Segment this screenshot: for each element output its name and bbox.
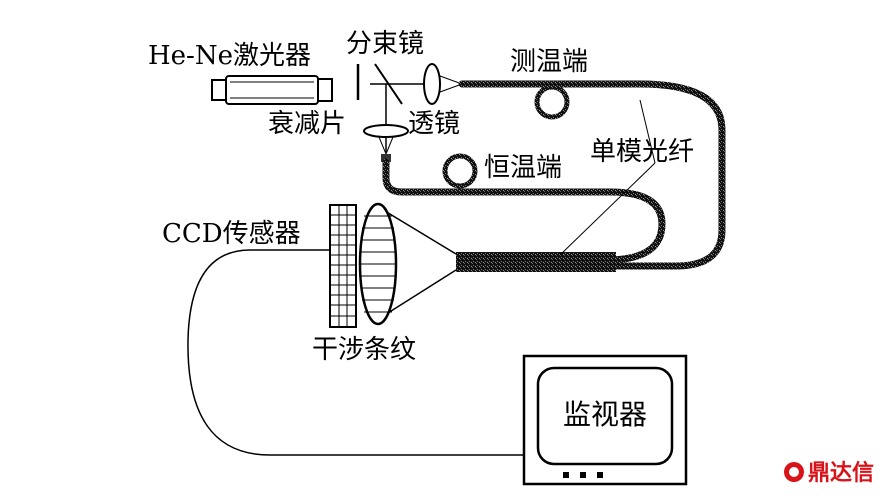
attenuator-lens xyxy=(363,124,409,138)
fiber-bundle xyxy=(456,252,616,272)
focusing-lens-upper xyxy=(423,63,441,105)
monitor-indicator-1 xyxy=(563,472,569,478)
measure-end-label: 测温端 xyxy=(510,47,588,77)
lens-label: 透镜 xyxy=(408,109,460,139)
ccd-sensor xyxy=(329,204,357,328)
fringes-label: 干涉条纹 xyxy=(312,335,416,365)
fiber-label-leader-2 xyxy=(559,162,656,256)
monitor-label: 监视器 xyxy=(563,398,647,431)
attenuator-label: 衰减片 xyxy=(268,109,346,139)
reference-fiber xyxy=(382,158,666,264)
output-cone xyxy=(379,207,457,319)
constant-end-label: 恒温端 xyxy=(484,153,562,183)
monitor xyxy=(522,354,688,486)
beam-splitter-label: 分束镜 xyxy=(346,29,424,59)
imaging-lens xyxy=(358,202,398,326)
measuring-fiber xyxy=(458,80,726,270)
fiber-label-leader xyxy=(639,99,656,164)
beam-splitter xyxy=(356,63,426,152)
watermark-logo: 鼎达信 xyxy=(784,460,874,486)
laser-label: He-Ne激光器 xyxy=(148,41,311,71)
measuring-coil xyxy=(534,84,570,120)
ccd-label: CCD传感器 xyxy=(162,219,301,249)
signal-cable xyxy=(187,249,524,456)
watermark-text: 鼎达信 xyxy=(808,460,874,486)
focus-cone-upper xyxy=(439,75,463,93)
reference-coil xyxy=(442,153,478,189)
fiber-label: 单模光纤 xyxy=(590,137,694,167)
monitor-indicator-3 xyxy=(597,472,603,478)
monitor-indicator-2 xyxy=(580,472,586,478)
laser-tube xyxy=(211,75,333,105)
fiber-coupler xyxy=(381,154,391,162)
